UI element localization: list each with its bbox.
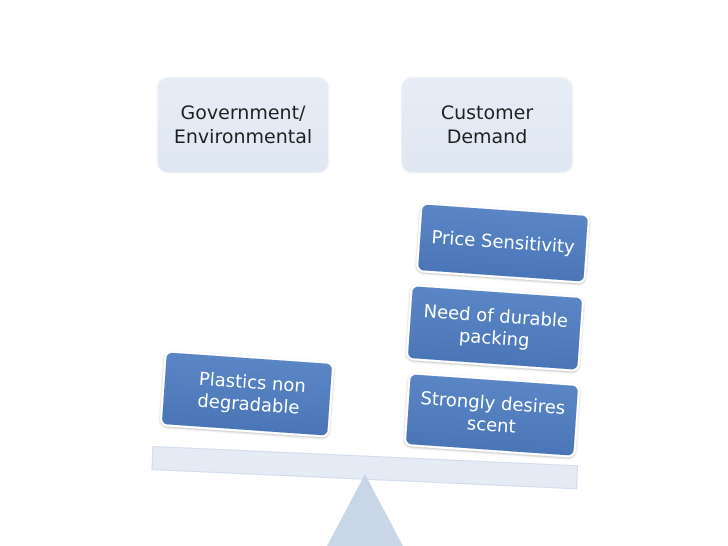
price-sensitivity-weight: Price Sensitivity — [415, 202, 591, 284]
scent-desire-weight: Strongly desires scent — [403, 372, 581, 458]
fulcrum-triangle — [327, 474, 403, 546]
durable-packing-weight: Need of durable packing — [405, 284, 585, 372]
customer-demand-header: Customer Demand — [402, 78, 572, 172]
plastics-non-degradable-weight: Plastics non degradable — [159, 350, 335, 438]
government-environmental-header: Government/ Environmental — [158, 78, 328, 172]
